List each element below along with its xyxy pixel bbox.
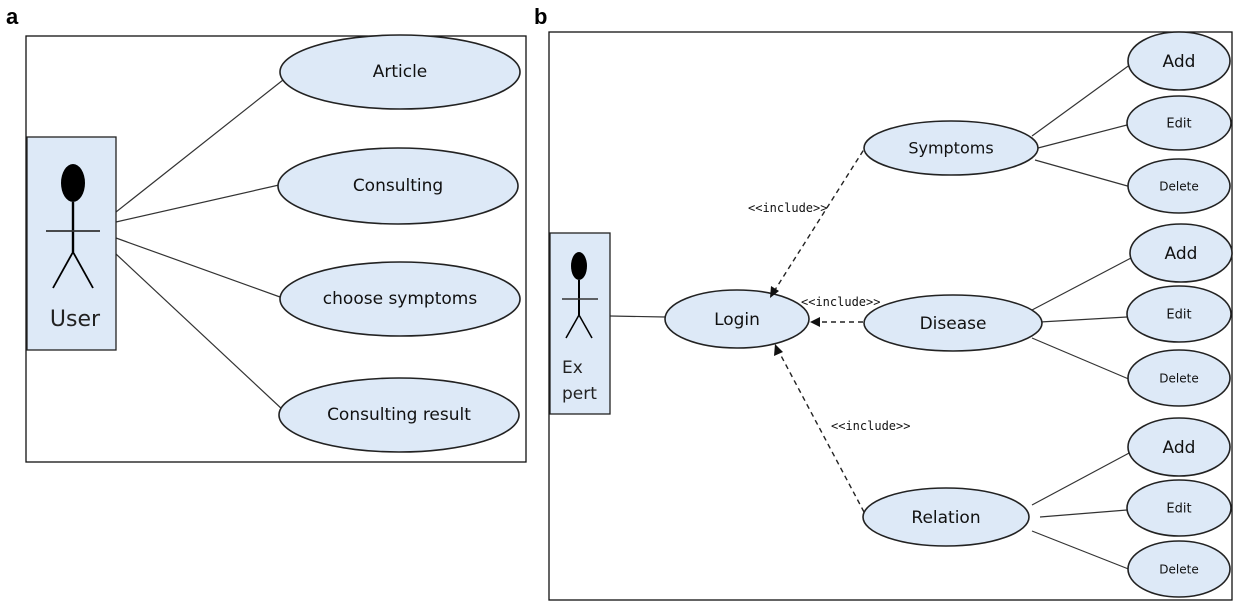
include-relation-login xyxy=(777,349,865,513)
panel-b-label: b xyxy=(534,4,547,29)
use-case-login-label: Login xyxy=(714,310,760,330)
use-case-relation-label: Relation xyxy=(911,508,980,528)
use-case-delete-label: Delete xyxy=(1159,180,1198,194)
use-case-delete-label: Delete xyxy=(1159,372,1198,386)
actor-expert-label-2: pert xyxy=(562,384,597,404)
use-case-article: Article xyxy=(279,34,521,110)
use-case-symptoms-delete: Delete xyxy=(1127,158,1231,214)
use-case-relation-delete: Delete xyxy=(1127,540,1231,598)
actor-head-icon xyxy=(571,252,587,280)
use-case-disease-delete: Delete xyxy=(1127,349,1231,407)
actor-user: User xyxy=(26,136,117,351)
panel-a-label: a xyxy=(6,4,19,29)
assoc-user-consulting-result xyxy=(115,253,284,411)
use-case-add-label: Add xyxy=(1163,438,1196,458)
assoc-user-consulting xyxy=(115,184,280,223)
use-case-disease-add: Add xyxy=(1129,223,1233,283)
assoc-user-article xyxy=(115,79,284,213)
use-case-symptoms-edit: Edit xyxy=(1126,95,1232,151)
use-case-add-label: Add xyxy=(1165,244,1198,264)
use-case-disease-edit: Edit xyxy=(1126,285,1232,343)
use-case-relation: Relation xyxy=(862,487,1030,547)
include-symptoms-login xyxy=(772,142,869,294)
include-arrowhead-icon xyxy=(810,317,820,327)
use-case-consulting-result: Consulting result xyxy=(278,377,520,453)
use-case-edit-label: Edit xyxy=(1166,117,1191,132)
assoc-expert-login xyxy=(609,315,666,318)
use-case-symptoms-add: Add xyxy=(1127,31,1231,91)
use-case-consulting-label: Consulting xyxy=(353,176,443,196)
use-case-edit-label: Edit xyxy=(1166,308,1191,323)
panel-a: User Article Consulting choose symptoms … xyxy=(25,34,527,463)
use-case-relation-edit: Edit xyxy=(1126,479,1232,537)
use-case-add-label: Add xyxy=(1163,52,1196,72)
use-case-consulting: Consulting xyxy=(277,147,519,225)
include-label-relation: <<include>> xyxy=(831,419,910,433)
use-case-edit-label: Edit xyxy=(1166,502,1191,517)
use-case-disease: Disease xyxy=(863,294,1043,352)
use-case-disease-label: Disease xyxy=(920,314,987,334)
use-case-consulting-result-label: Consulting result xyxy=(327,405,471,425)
use-case-delete-label: Delete xyxy=(1159,563,1198,577)
include-label-symptoms: <<include>> xyxy=(748,201,827,215)
panel-b: Ex pert Login <<include>> <<include>> <<… xyxy=(548,31,1233,601)
assoc-user-choose-symptoms xyxy=(115,237,281,298)
use-case-choose-symptoms-label: choose symptoms xyxy=(323,289,478,309)
use-case-symptoms: Symptoms xyxy=(863,120,1039,176)
include-arrowhead-icon xyxy=(770,286,779,298)
use-case-login: Login xyxy=(664,289,810,349)
include-arrowhead-icon xyxy=(774,344,783,356)
actor-user-label: User xyxy=(50,307,101,332)
actor-expert: Ex pert xyxy=(549,232,611,415)
use-case-relation-add: Add xyxy=(1127,417,1231,477)
use-case-choose-symptoms: choose symptoms xyxy=(279,261,521,337)
actor-head-icon xyxy=(61,164,85,202)
use-case-article-label: Article xyxy=(373,62,428,82)
use-case-symptoms-label: Symptoms xyxy=(908,139,993,158)
actor-expert-label-1: Ex xyxy=(562,358,583,378)
include-label-disease: <<include>> xyxy=(801,295,880,309)
